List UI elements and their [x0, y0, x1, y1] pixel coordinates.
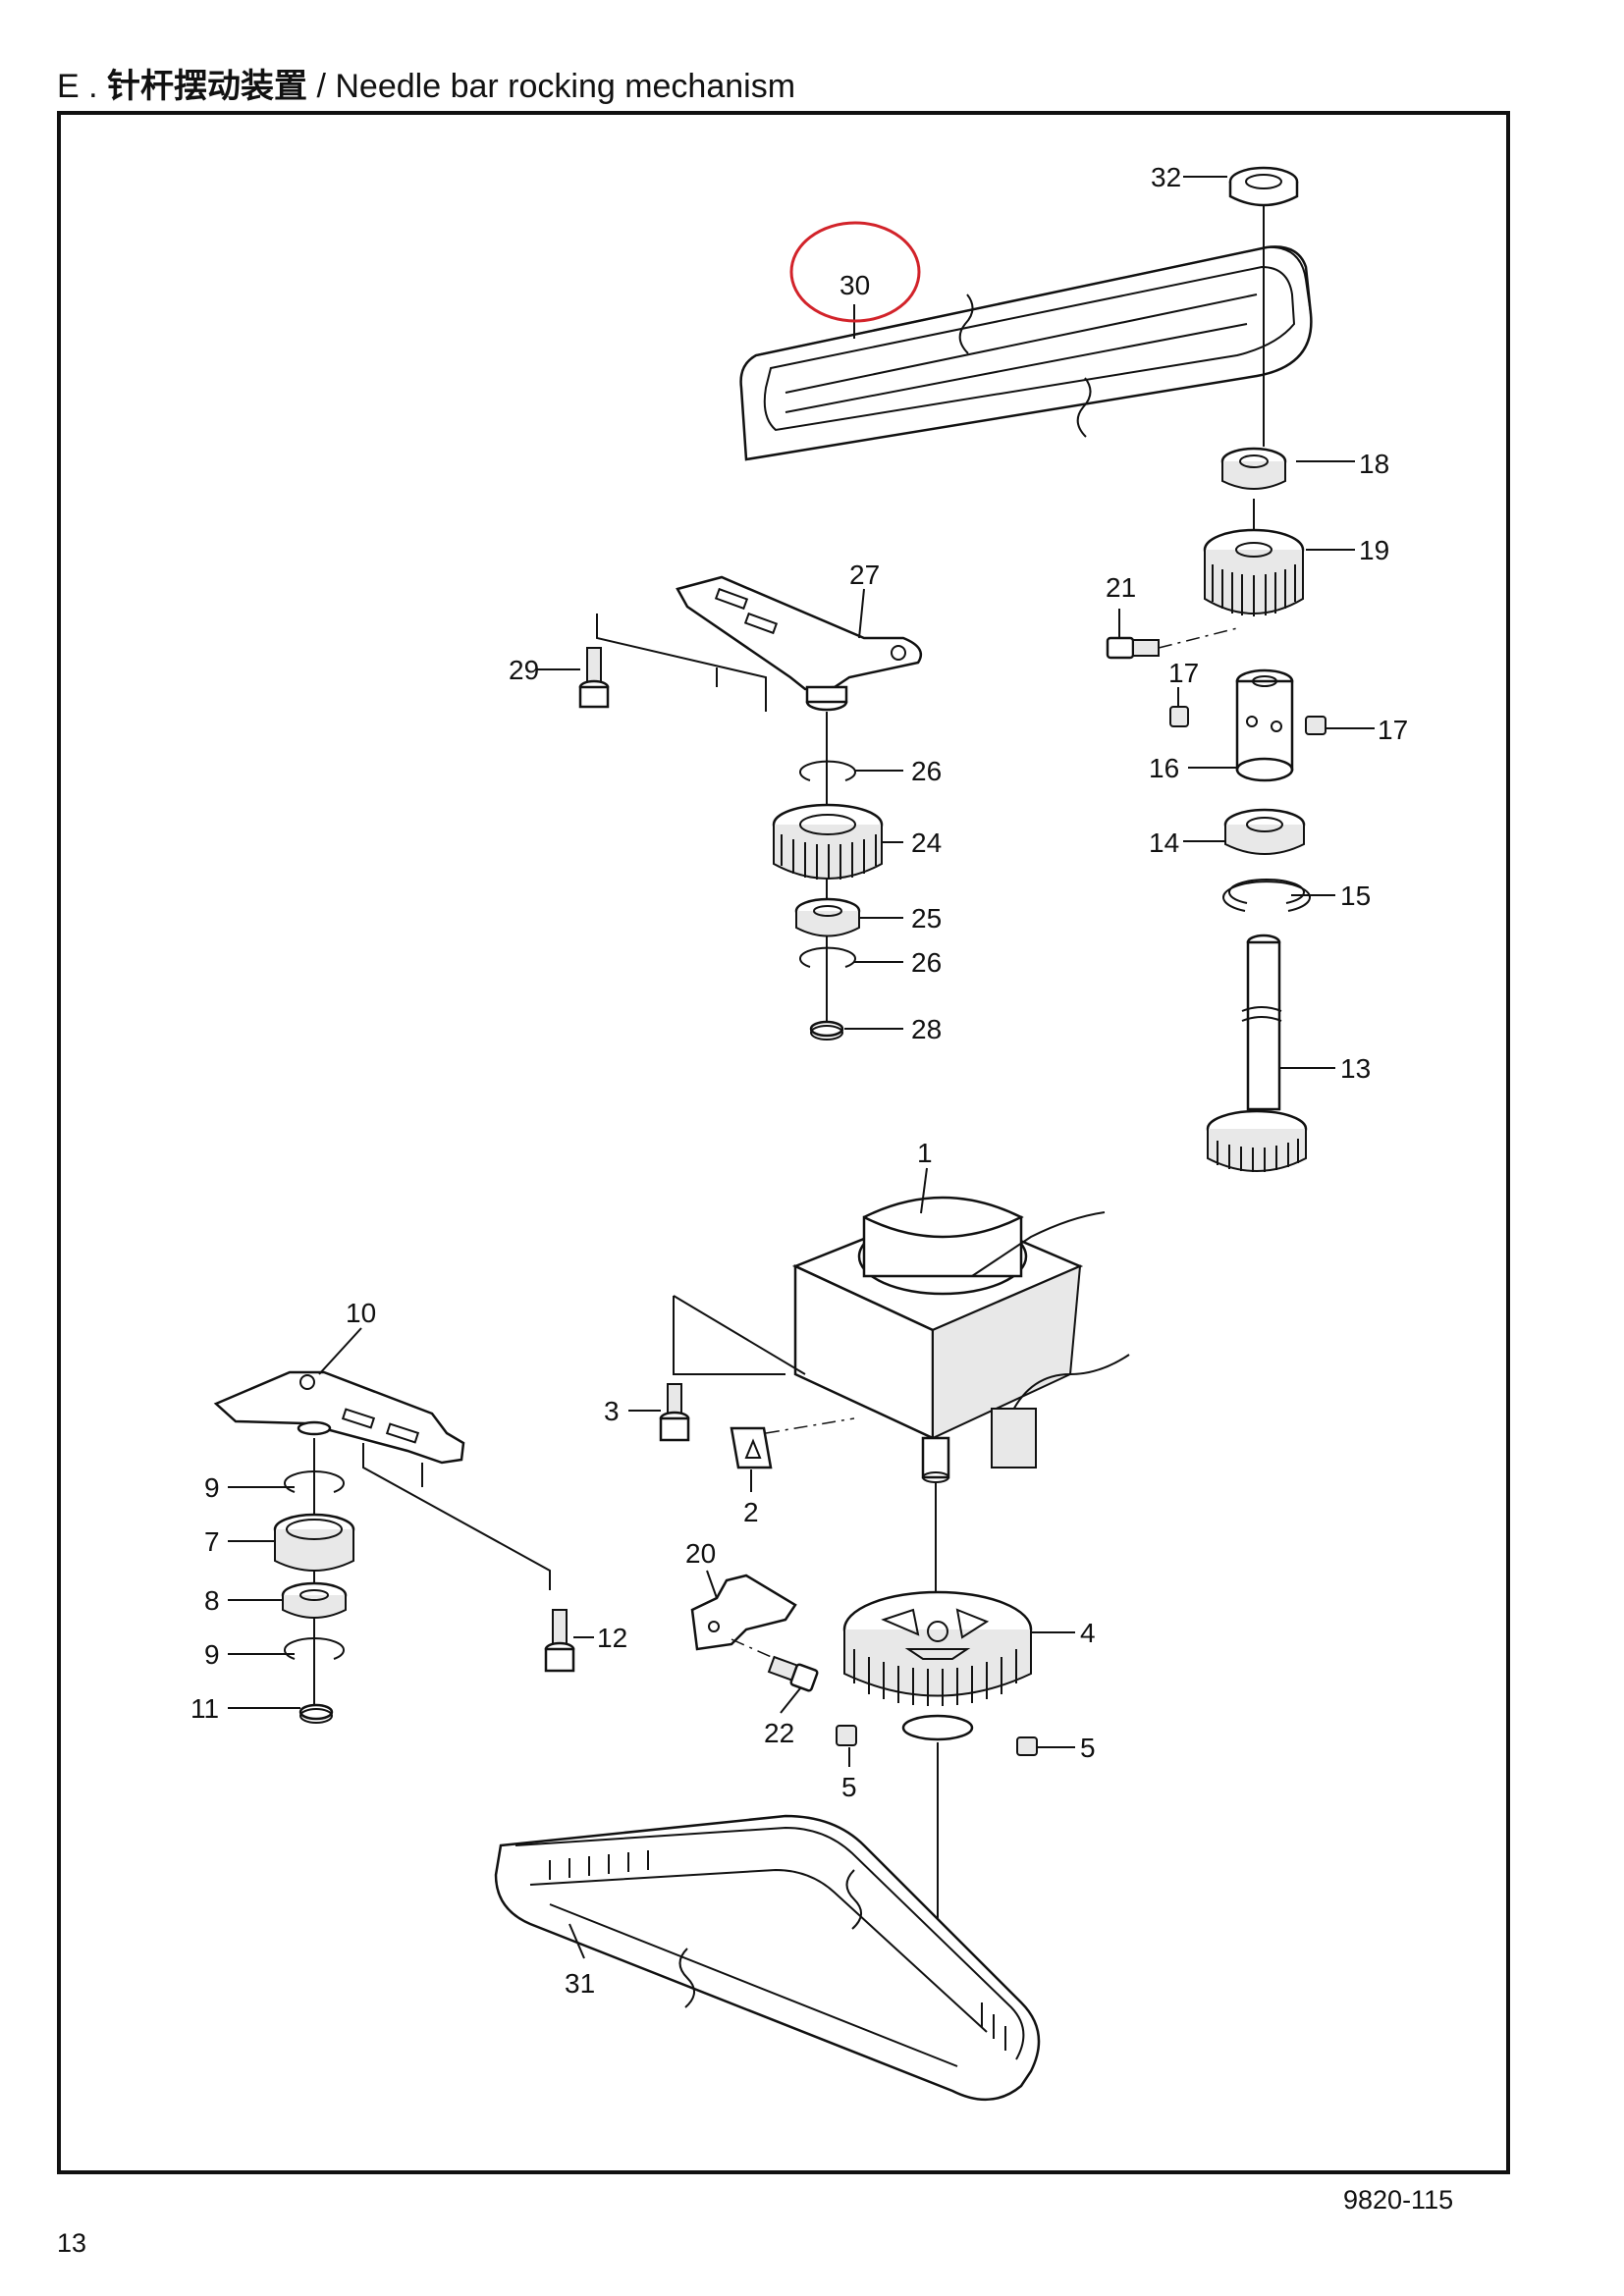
callout-2: 2 — [743, 1497, 759, 1527]
callout-15: 15 — [1340, 881, 1371, 911]
bearing-8 — [281, 1581, 348, 1619]
callout-26b: 26 — [911, 947, 942, 978]
bearing-20 — [1220, 447, 1287, 490]
callout-11: 11 — [190, 1693, 219, 1724]
screw-29 — [578, 647, 610, 709]
callout-1: 1 — [917, 1138, 933, 1168]
callout-24: 24 — [911, 828, 942, 858]
callout-leaders — [228, 176, 1375, 1959]
retaining-ring-9-upper — [284, 1470, 345, 1493]
callout-18: 20 — [685, 1538, 716, 1569]
callout-5a: 5 — [841, 1772, 857, 1802]
callout-25: 25 — [911, 903, 942, 934]
callout-3: 3 — [604, 1396, 620, 1426]
lower-timing-belt — [494, 1814, 1041, 2102]
retaining-ring-9-lower — [284, 1637, 345, 1660]
retaining-ring-26-lower — [799, 946, 856, 968]
callout-32: 32 — [1151, 162, 1181, 192]
title-separator: / — [307, 68, 336, 105]
warning-label-2 — [730, 1426, 773, 1469]
callout-31: 31 — [565, 1968, 595, 1999]
coupling-16 — [1235, 668, 1294, 782]
document-number: 9820-115 — [1343, 2185, 1454, 2215]
callout-12: 12 — [597, 1623, 627, 1653]
set-screw-5-left — [836, 1725, 857, 1746]
callout-20: 18 — [1359, 449, 1389, 479]
screw-12 — [544, 1609, 575, 1673]
callout-4: 4 — [1080, 1618, 1096, 1648]
title-english: Needle bar rocking mechanism — [335, 68, 796, 105]
set-screw-17-right — [1305, 716, 1326, 735]
callout-27: 27 — [849, 560, 880, 590]
title-chinese: 针杆摆动装置 — [107, 68, 308, 105]
callout-29: 29 — [509, 655, 539, 685]
bracket-18 — [690, 1574, 797, 1651]
rocking-plate-27 — [676, 575, 923, 712]
gear-24 — [772, 803, 884, 880]
upper-timing-belt — [739, 245, 1313, 461]
callout-17a: 17 — [1168, 658, 1199, 688]
callout-7: 7 — [204, 1526, 220, 1557]
callout-10: 10 — [346, 1298, 376, 1328]
bearing-14 — [1223, 808, 1306, 855]
page-title: E . 针杆摆动装置 / Needle bar rocking mechanis… — [57, 59, 795, 107]
callout-5b: 5 — [1080, 1733, 1096, 1763]
washer-28 — [809, 1020, 844, 1041]
upper-bushing-32 — [1228, 166, 1299, 207]
callout-9a: 9 — [204, 1472, 220, 1503]
callout-26a: 26 — [911, 756, 942, 786]
callout-22: 21 — [1106, 572, 1136, 603]
callout-21: 19 — [1359, 535, 1389, 565]
set-screw-17-left — [1169, 706, 1189, 727]
set-screw-22 — [1106, 636, 1160, 660]
shaft-13 — [1206, 934, 1308, 1172]
callout-8: 8 — [204, 1585, 220, 1616]
callout-17b: 17 — [1378, 715, 1408, 745]
bushing-7 — [273, 1513, 355, 1572]
timing-pulley-4 — [842, 1590, 1033, 1741]
section-letter: E . — [57, 68, 98, 105]
bearing-25 — [794, 897, 861, 937]
diagram-frame — [57, 111, 1510, 2174]
callout-13: 13 — [1340, 1053, 1371, 1084]
screw-3 — [659, 1383, 690, 1442]
rocking-plate-10 — [213, 1370, 465, 1465]
page-number: 13 — [57, 2228, 87, 2258]
callout-14: 14 — [1149, 828, 1179, 858]
timing-pulley-21 — [1203, 528, 1305, 616]
callout-30-highlight — [789, 221, 921, 323]
stepping-motor-1 — [791, 1196, 1130, 1483]
callout-28: 28 — [911, 1014, 942, 1044]
washer-11 — [298, 1703, 334, 1724]
set-screw-5-right — [1016, 1736, 1038, 1756]
callout-16: 16 — [1149, 753, 1179, 783]
callout-9b: 9 — [204, 1639, 220, 1670]
retaining-ring-26-upper — [799, 760, 856, 781]
callout-30: 30 — [839, 270, 870, 300]
screw-19 — [767, 1655, 819, 1692]
callout-19: 22 — [764, 1718, 794, 1748]
